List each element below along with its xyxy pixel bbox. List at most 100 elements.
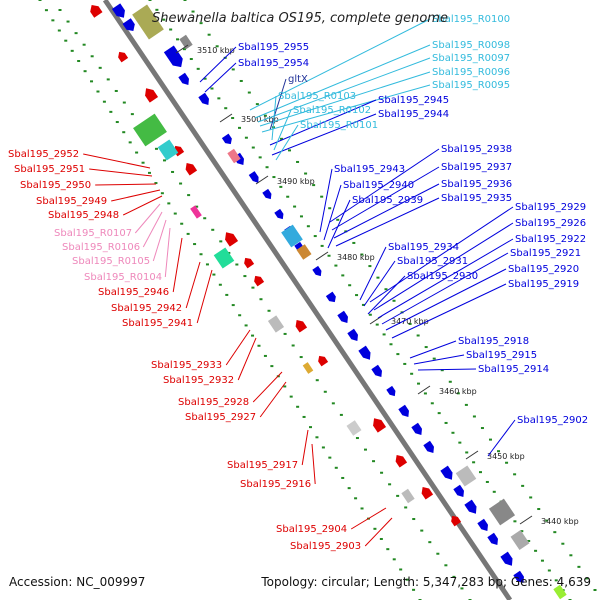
dot-mark <box>553 531 557 534</box>
dot-mark <box>243 275 247 278</box>
feature-arrow <box>318 355 329 367</box>
label-sbal195_2944: Sbal195_2944 <box>378 109 449 120</box>
dot-mark <box>130 113 134 116</box>
leader-line <box>252 371 283 403</box>
dot-mark <box>154 182 158 185</box>
dot-mark <box>251 146 255 149</box>
dot-mark <box>440 369 444 372</box>
dot-mark <box>215 45 219 48</box>
leader-line <box>172 237 183 293</box>
feature-arrow <box>347 328 358 341</box>
label-sbal195_2945: Sbal195_2945 <box>378 95 449 106</box>
dot-mark <box>368 265 372 268</box>
feature-block <box>267 315 285 333</box>
leader-line <box>333 183 440 239</box>
leader-line <box>271 113 377 156</box>
forward-gene-icon <box>163 45 183 68</box>
label-sbal195_2927: Sbal195_2927 <box>185 412 256 423</box>
feature-arrow <box>464 499 477 514</box>
dot-mark <box>368 313 372 316</box>
dot-mark <box>207 33 211 36</box>
leader-line <box>196 269 213 324</box>
accession-text: Accession: NC_009997 <box>9 575 146 589</box>
dot-mark <box>321 446 325 449</box>
dot-mark <box>336 218 340 221</box>
leader-line <box>142 211 163 248</box>
dot-mark <box>217 97 221 100</box>
dot-mark <box>224 107 228 110</box>
dot-mark <box>399 568 403 571</box>
leader-line <box>269 78 287 131</box>
leader-line <box>134 203 161 234</box>
gc-skew-dots <box>38 0 597 600</box>
leader-line <box>323 184 342 241</box>
dot-mark <box>173 212 177 215</box>
dot-mark <box>384 288 388 291</box>
feature-arrow <box>453 484 464 497</box>
dot-mark <box>373 527 377 530</box>
dot-mark <box>90 55 94 58</box>
feature-block <box>346 420 362 436</box>
tick-mark <box>255 175 269 185</box>
dot-mark <box>238 314 242 317</box>
label-sbal195_r0096: Sbal195_R0096 <box>432 67 510 78</box>
dot-mark <box>148 0 152 1</box>
dot-mark <box>186 232 190 235</box>
feature-arrow <box>90 5 103 18</box>
dot-mark <box>472 415 476 418</box>
dot-mark <box>299 215 303 218</box>
dot-mark <box>309 426 313 429</box>
dot-mark <box>456 392 460 395</box>
feature-arrow <box>248 171 259 183</box>
feature-block <box>157 139 179 161</box>
dot-mark <box>527 539 531 542</box>
dot-mark <box>199 22 203 25</box>
feature-arrow <box>198 92 209 105</box>
dot-mark <box>513 473 517 476</box>
dot-mark <box>279 185 283 188</box>
label-lines <box>83 18 516 547</box>
label-sbal195_2943: Sbal195_2943 <box>334 164 405 175</box>
feature-arrow <box>477 518 488 531</box>
label-sbal195_2926: Sbal195_2926 <box>515 218 586 229</box>
dot-mark <box>251 334 255 337</box>
leader-line <box>350 507 387 530</box>
dot-mark <box>263 114 267 117</box>
dot-mark <box>360 507 364 510</box>
leader-line <box>261 84 431 133</box>
reverse-gene-icon <box>225 232 239 247</box>
dot-mark <box>38 0 42 1</box>
reverse-gene-icon <box>421 487 434 500</box>
forward-gene-icon <box>347 328 358 341</box>
label-sbal195_r0104: Sbal195_R0104 <box>84 272 162 283</box>
dot-mark <box>388 483 392 486</box>
dot-mark <box>344 230 348 233</box>
reverse-gene-icon <box>318 355 329 367</box>
forward-gene-icon <box>262 188 272 200</box>
tick-mark <box>315 251 329 261</box>
leader-line <box>373 222 514 311</box>
dot-mark <box>225 293 229 296</box>
feature-block <box>133 113 167 147</box>
leader-line <box>377 238 514 319</box>
feature-arrow <box>513 570 524 583</box>
tick-label: 3510 kbp <box>197 46 235 55</box>
dot-mark <box>205 263 209 266</box>
feature-block <box>488 498 516 526</box>
label-sbal195_2930: Sbal195_2930 <box>407 271 478 282</box>
dot-mark <box>244 324 248 327</box>
feature-arrow <box>163 45 183 68</box>
dot-mark <box>428 541 432 544</box>
dot-mark <box>392 558 396 561</box>
dot-mark <box>109 110 113 113</box>
leader-line <box>364 517 393 547</box>
label-sbal195_r0098: Sbal195_R0098 <box>432 40 510 51</box>
feature-arrow <box>122 18 135 31</box>
dot-mark <box>265 166 269 169</box>
dot-mark <box>244 136 248 139</box>
dot-mark <box>96 90 100 93</box>
dot-mark <box>451 431 455 434</box>
label-sbal195_r0095: Sbal195_R0095 <box>432 80 510 91</box>
leader-line <box>254 44 431 119</box>
